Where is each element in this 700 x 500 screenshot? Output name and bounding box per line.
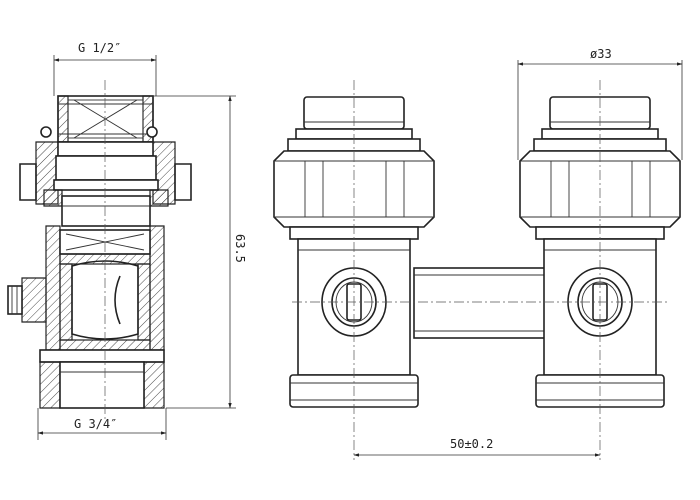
top-nut (40, 95, 158, 143)
front-view: ø33 50±0.2 (273, 47, 683, 460)
section-view: G 1/2″ G 3/4″ 63.5 (7, 41, 247, 440)
height-label: 63.5 (233, 234, 247, 263)
spacing-label: 50±0.2 (450, 437, 493, 451)
connector-bar (413, 267, 547, 339)
diameter-value: ø33 (590, 47, 612, 61)
bottom-thread-label: G 3/4″ (74, 417, 117, 431)
top-thread-label: G 1/2″ (78, 41, 121, 55)
union-body (19, 141, 192, 227)
valve-body (7, 225, 165, 351)
right-valve (519, 96, 681, 408)
bottom-connection (39, 349, 165, 409)
